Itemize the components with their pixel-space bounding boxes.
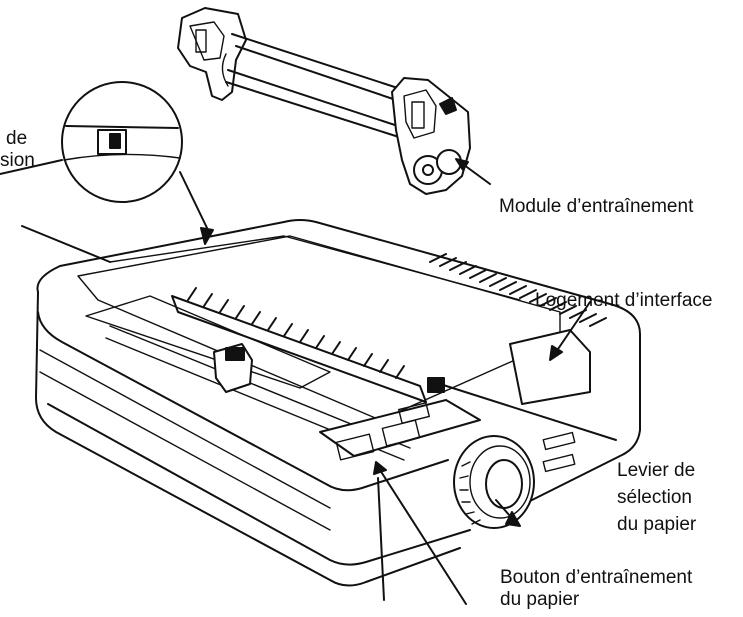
leader-lever [439,383,617,441]
printer-front-line-2 [39,349,331,509]
label-knob-1: Bouton d’entraînement [500,567,693,588]
panel-button-2 [381,419,421,447]
printer-front [35,291,461,587]
leader-interface-head [549,345,563,361]
label-partial-de: de [6,128,28,149]
tractor-belt-left [221,53,229,87]
panel-button-1 [335,433,375,461]
feed-knob-center [485,459,523,509]
tractor-rod-top [231,33,411,93]
printer-body [35,219,641,587]
tractor-gear-hub [422,164,434,176]
print-head-block [225,347,245,361]
label-lever-3: du papier [617,514,697,535]
interface-socket [509,329,591,405]
leader-partial-2 [21,225,111,263]
zoom-surface-line [65,125,179,129]
zoom-leader [179,171,209,231]
tractor-rod-top-2 [235,45,409,105]
tractor-left-slot [195,29,207,53]
tractor-rod-bottom [227,69,405,129]
leader-knob-head [505,511,521,527]
tractor-right-notch [439,97,457,115]
feed-knob-ring [469,445,531,519]
leader-knob [495,499,511,517]
printer-base [47,403,471,566]
panel-button-3 [398,402,430,424]
leader-panel [379,469,467,605]
leader-partial-1 [0,159,63,175]
tractor-left-detail [189,21,225,61]
label-knob-2: du papier [500,589,580,610]
leader-panel-2 [377,477,385,601]
tractor-right-slot [411,101,425,129]
rear-grille [429,253,607,327]
tractor-right-gate [403,89,437,139]
tractor-left-plate [177,7,247,101]
side-vent-2 [542,453,576,473]
leader-interface [555,301,591,353]
control-panel [319,399,481,457]
printer-front-line-3 [39,371,331,531]
leader-panel-head [373,461,387,475]
tractor-rod-bottom-2 [225,81,403,139]
label-partial-sion: sion [0,150,35,171]
side-vent-1 [542,431,576,451]
tractor-module [177,7,471,195]
printer-cavity [77,235,561,421]
label-lever-2: sélection [617,487,692,508]
feed-knob-ribs [459,461,481,525]
label-lever-1: Levier de [617,460,696,481]
arrow-module-head [455,158,469,171]
label-interface: Logement d’interface [535,290,713,311]
printer-top-outline [36,219,641,507]
printer-cavity-rear [109,235,521,301]
label-module: Module d’entraînement [499,196,694,217]
zoom-switch-toggle [109,133,121,149]
platen-teeth [187,287,405,379]
printer-front-edge [37,311,449,492]
zoom-inset [61,81,183,203]
